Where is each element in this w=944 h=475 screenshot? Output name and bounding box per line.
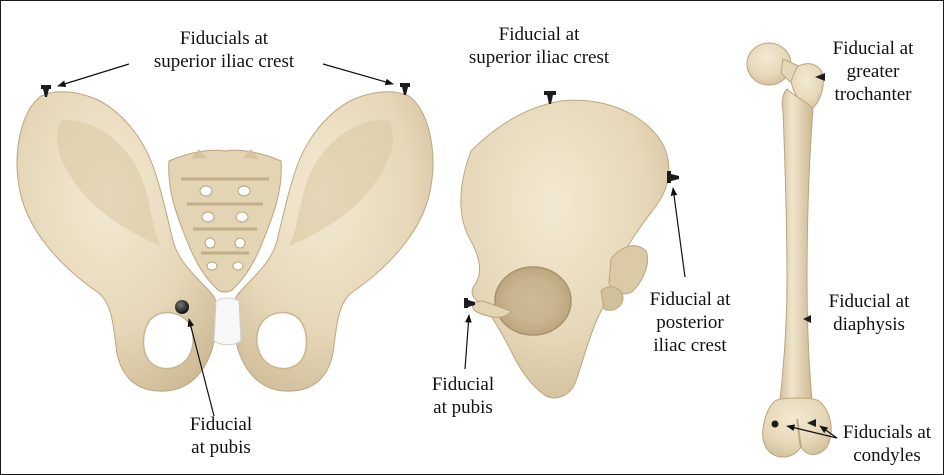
label-line: at pubis	[413, 396, 513, 419]
label-front-crest: Fiducials at superior iliac crest	[119, 27, 329, 73]
label-side-crest: Fiducial at superior iliac crest	[429, 23, 649, 69]
label-line: Fiducial at	[635, 288, 745, 311]
label-line: Fiducial at	[813, 37, 933, 60]
label-line: at pubis	[161, 436, 281, 459]
fiducial-front-pubis	[175, 300, 189, 314]
label-line: trochanter	[813, 83, 933, 106]
label-side-posterior: Fiducial at posterior iliac crest	[635, 288, 745, 357]
label-line: condyles	[833, 444, 941, 467]
femur-condyles	[763, 398, 831, 457]
label-line: Fiducials at	[119, 27, 329, 50]
label-side-pubis: Fiducial at pubis	[413, 373, 513, 419]
label-line: iliac crest	[635, 334, 745, 357]
pubic-symphysis	[214, 298, 241, 345]
pelvis-front	[17, 83, 433, 391]
label-line: superior iliac crest	[119, 50, 329, 73]
label-line: Fiducial	[161, 413, 281, 436]
fiducial-side-posterior	[667, 171, 679, 183]
fiducial-condyle-medial	[772, 421, 779, 428]
label-line: Fiducial at	[809, 290, 929, 313]
label-line: diaphysis	[809, 313, 929, 336]
label-femur-diaphysis: Fiducial at diaphysis	[809, 290, 929, 336]
label-line: Fiducials at	[833, 421, 941, 444]
femur-shaft	[779, 89, 813, 411]
label-line: greater	[813, 60, 933, 83]
left-obturator-foramen	[144, 313, 194, 369]
right-obturator-foramen	[257, 313, 307, 369]
label-line: superior iliac crest	[429, 46, 649, 69]
label-femur-trochanter: Fiducial at greater trochanter	[813, 37, 933, 106]
label-line: Fiducial at	[429, 23, 649, 46]
label-femur-condyles: Fiducials at condyles	[833, 421, 941, 467]
label-line: posterior	[635, 311, 745, 334]
label-line: Fiducial	[413, 373, 513, 396]
label-front-pubis: Fiducial at pubis	[161, 413, 281, 459]
